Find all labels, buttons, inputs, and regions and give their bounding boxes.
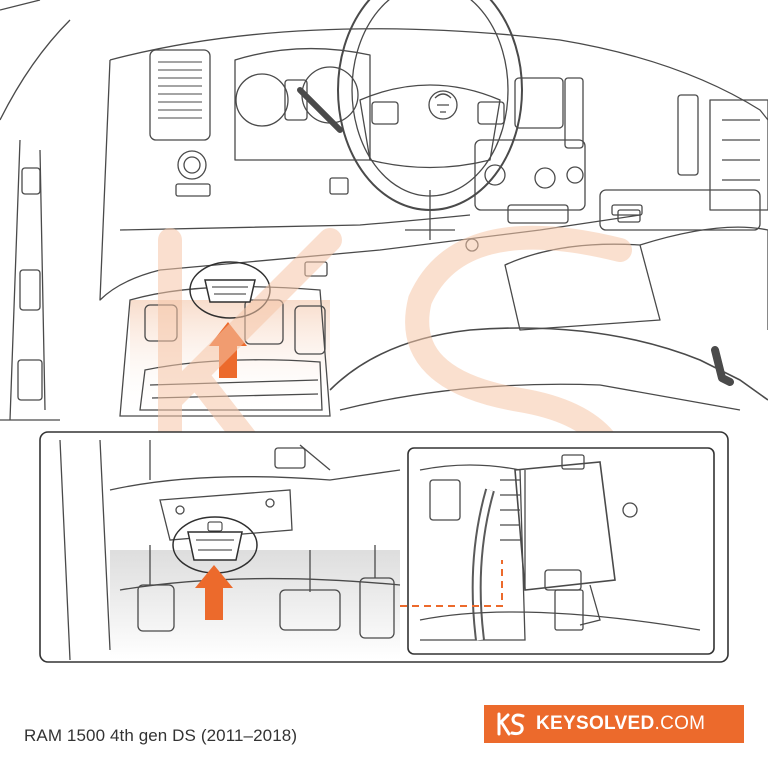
brand-bold: KEYSOLVED: [536, 713, 655, 734]
door-latch: [19, 269, 41, 311]
module-inset: [407, 447, 715, 655]
headlight-knob: [177, 150, 207, 180]
zoom-accelerator-pedal: [359, 577, 395, 639]
radio-screen: [514, 77, 564, 129]
speedometer: [301, 66, 359, 124]
dash-top: [109, 28, 768, 121]
door-hinge: [21, 167, 41, 195]
door-frame: [0, 0, 71, 421]
instrument-cluster: [234, 47, 371, 161]
brand-suffix: .COM: [654, 713, 706, 734]
ignition: [329, 177, 349, 195]
shifter: [711, 346, 734, 386]
zoom-switch: [274, 447, 306, 469]
center-vent: [564, 77, 584, 149]
center-console-lid: [504, 243, 661, 331]
right-vent: [677, 94, 699, 176]
driver-seat-top: [329, 327, 768, 401]
ram-logo-icon: [428, 90, 458, 120]
dash-lower: [99, 59, 641, 301]
zoom-dash-lower: [109, 469, 401, 491]
dash-knee-panel: [119, 214, 471, 231]
turn-signal-stalk: [297, 87, 343, 133]
module-detail: [419, 454, 701, 641]
tachometer: [235, 73, 289, 127]
brand-name: KEYSOLVED.COM: [536, 713, 705, 735]
zoom-park-pedal: [137, 584, 175, 632]
leader-line: [400, 560, 503, 607]
center-tray: [507, 204, 569, 224]
arrow-up-icon-zoom: [195, 565, 233, 620]
dimmer-switch: [175, 183, 211, 197]
cabin-scene: [0, 0, 768, 421]
passenger-seat-cushion: [639, 226, 768, 330]
accelerator-pedal: [294, 305, 326, 355]
vehicle-caption: RAM 1500 4th gen DS (2011–2018): [24, 726, 298, 745]
keysolved-badge[interactable]: KEYSOLVED.COM: [484, 705, 744, 743]
keysolved-ks-logo-icon: [497, 712, 525, 736]
wheel-buttons-left: [371, 101, 399, 125]
zoom-footwell: [59, 439, 401, 661]
control-module: [514, 461, 616, 591]
hvac-panel: [474, 139, 586, 211]
steering-wheel-hub: [359, 84, 501, 169]
left-vent: [149, 49, 211, 141]
zoom-bracket: [159, 489, 293, 541]
steering-column: [405, 190, 455, 240]
wheel-buttons-right: [477, 101, 505, 125]
left-vent-slats: [158, 61, 202, 119]
passenger-seat-back: [709, 99, 768, 211]
door-lower-hinge: [17, 359, 43, 401]
zoom-door-edge: [59, 439, 111, 661]
